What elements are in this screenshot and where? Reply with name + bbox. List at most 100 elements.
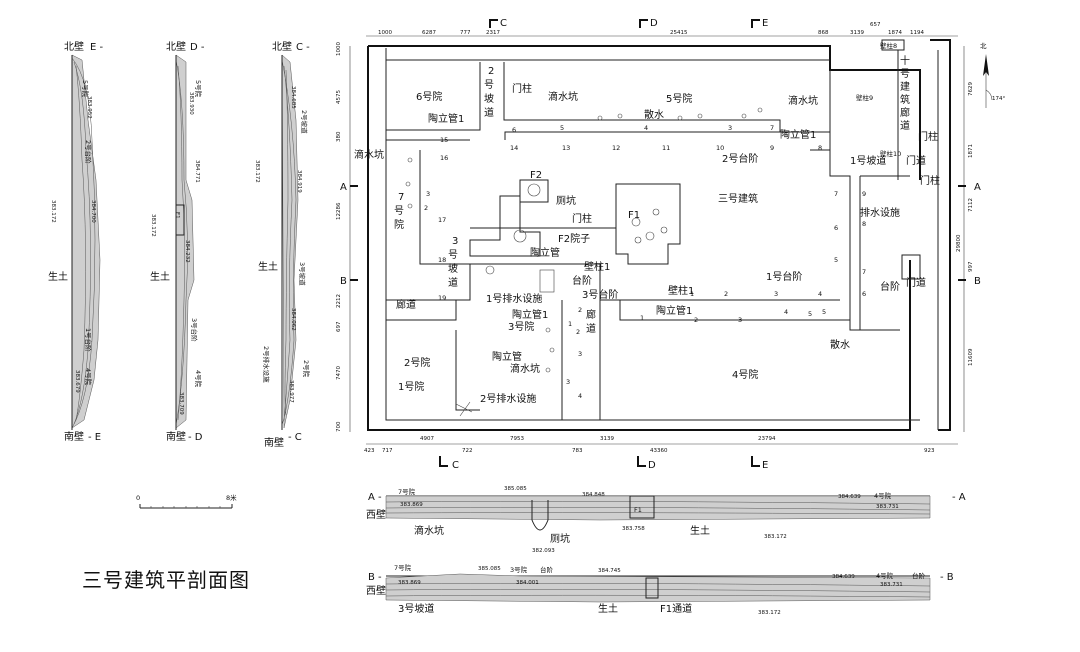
dim-right-2: 1871 [968, 144, 974, 158]
dim-bottom-10: 923 [924, 448, 935, 454]
label-yard1: 1号院 [398, 380, 424, 393]
mark-e-bottom: E [762, 460, 768, 471]
section-b-wall: 西壁 [366, 584, 386, 597]
dim-bottom-1: 423 [364, 448, 375, 454]
mark-b-left: B [340, 276, 347, 287]
section-d-label-yard4: 4号院 [194, 370, 203, 388]
label-wallpost1-b: 壁柱1 [668, 284, 694, 297]
pillar-top-15: 15 [440, 136, 448, 144]
label-step3: 3号台阶 [582, 288, 618, 301]
section-b-elev-4: 383.869 [398, 580, 421, 586]
label-corridor: 廊道 [396, 298, 416, 311]
dim-top-9: 1874 [888, 30, 902, 36]
pillar-left-18: 18 [438, 256, 446, 264]
section-b-elev-7: 383.731 [880, 582, 903, 588]
section-b: B - - B 西壁 7号院 3号院 台阶 3号坡道 生土 F1通道 4号院 台… [366, 563, 954, 616]
section-c-elev-1: 384.685 [290, 86, 296, 109]
dim-bottom-9: 23794 [758, 436, 776, 442]
pillar-mid-3: 3 [578, 350, 582, 358]
label-gate-post-2: 门柱 [572, 212, 592, 225]
label-wallpost8: 壁柱8 [880, 41, 897, 50]
section-e-bottom-mark: - E [88, 432, 101, 443]
dim-right-5: 997 [968, 261, 974, 272]
label-drain2: 2号排水设施 [480, 392, 536, 405]
section-e-top-mark: E - [90, 42, 103, 53]
section-d-label-soil: 生土 [150, 270, 170, 283]
pillar-left-3: 3 [426, 190, 430, 198]
pillar-right-8: 8 [862, 220, 866, 228]
section-d-label-yard5: 5号院 [194, 80, 203, 98]
label-toilet: 厕坑 [556, 194, 576, 207]
mark-e-top: E [762, 18, 768, 29]
pillar-right-6b: 6 [862, 290, 866, 298]
label-gate-post-4: 门柱 [920, 174, 940, 187]
dim-top-3: 777 [460, 30, 471, 36]
pillar-left-19: 19 [438, 294, 446, 302]
label-drip-pit-4: 滴水坑 [510, 362, 540, 375]
section-a-right-mark: - A [952, 492, 966, 503]
pillar-top-7: 7 [770, 124, 774, 132]
pillar-top-6: 6 [512, 126, 516, 134]
section-c-south-wall: 南壁 [264, 436, 284, 449]
pillar-mid-3b: 3 [566, 378, 570, 386]
dim-left-5: 2212 [336, 294, 342, 308]
dim-left-6: 697 [336, 321, 342, 332]
section-b-label-soil: 生土 [598, 602, 618, 615]
section-e-elev-3: 383.172 [50, 200, 56, 223]
wall-post-8-block [881, 39, 905, 51]
dim-top-4: 2317 [486, 30, 500, 36]
north-arrow-icon [983, 54, 989, 76]
toilet-pit [519, 179, 549, 203]
dim-left-1: 1000 [336, 42, 342, 56]
dim-bottom-7: 3139 [600, 436, 614, 442]
section-d-elev-2: 384.771 [194, 160, 200, 183]
section-b-right-mark: - B [940, 572, 954, 583]
mark-c-bottom: C [452, 460, 459, 471]
section-d: 北壁 D - 5号院 3号台阶 4号院 生土 F1 383.930 384.77… [150, 40, 205, 443]
section-a-left-mark: A - [368, 492, 382, 503]
dim-top-7: 3139 [850, 30, 864, 36]
section-d-south-wall: 南壁 [166, 430, 186, 443]
section-e-south-wall: 南壁 [64, 430, 84, 443]
label-f2: F2 [530, 170, 542, 181]
section-c-elev-2: 384.919 [296, 170, 302, 193]
label-pipe1-a: 陶立管1 [428, 112, 464, 125]
pillar-mid-2b: 2 [576, 328, 580, 336]
section-d-fill [175, 54, 195, 429]
dim-right-1: 7629 [968, 82, 974, 96]
pillar-right-9: 9 [862, 190, 866, 198]
dim-top-2: 6287 [422, 30, 436, 36]
scale-zero: 0 [136, 494, 140, 502]
plan-view: 1000 6287 777 2317 25415 868 3139 657 18… [336, 18, 981, 471]
label-yard2: 2号院 [404, 356, 430, 369]
section-d-label-f1: F1 [174, 212, 180, 219]
room-f1 [615, 183, 681, 265]
label-yard6: 6号院 [416, 90, 442, 103]
dim-top-1: 1000 [378, 30, 392, 36]
label-gate-post-1: 门柱 [512, 82, 532, 95]
section-a-label-soil: 生土 [690, 524, 710, 537]
section-e-label-yard4: 4号院 [84, 368, 93, 386]
label-scatter-2: 散水 [830, 338, 850, 351]
section-d-elev-1: 383.930 [188, 92, 194, 115]
section-b-label-slope3: 3号坡道 [398, 602, 434, 615]
dim-right-6: 11609 [968, 348, 974, 366]
bearing-label: 174° [992, 96, 1005, 102]
pillar-right-3: 3 [774, 290, 778, 298]
label-gate-post-3: 门柱 [918, 130, 938, 143]
pillar-top-12: 12 [612, 144, 620, 152]
label-drip-pit-1: 滴水坑 [548, 90, 578, 103]
pillar-top-5: 5 [560, 124, 564, 132]
section-a-label-yard7: 7号院 [398, 487, 416, 496]
section-c-elev-5: 383.977 [288, 380, 294, 403]
section-a-elev-5: 382.093 [532, 548, 555, 554]
section-b-elev-1: 385.085 [478, 566, 501, 572]
section-c-label-soil: 生土 [258, 260, 278, 273]
pillar-mid-1b: 1 [640, 314, 644, 322]
pillar-right-7b: 7 [862, 268, 866, 276]
section-e-north-wall: 北壁 [64, 40, 84, 53]
section-b-elev-2: 384.001 [516, 580, 539, 586]
pillar-top-9: 9 [770, 144, 774, 152]
